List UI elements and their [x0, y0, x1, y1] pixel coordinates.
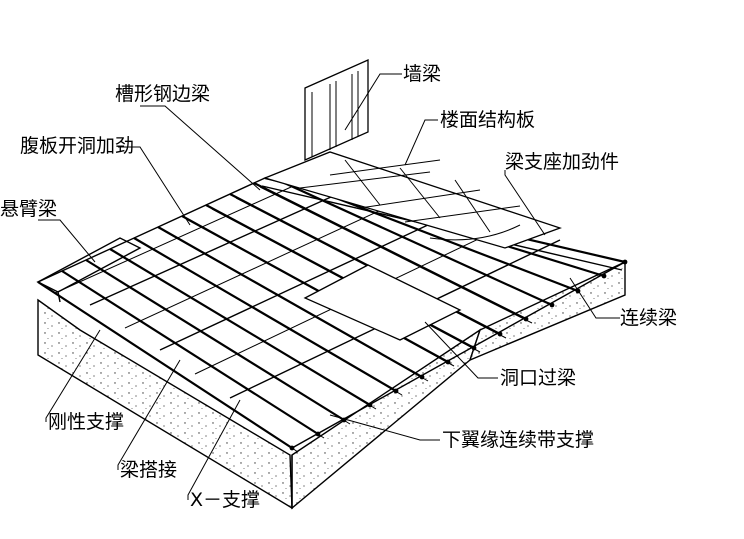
label-web-opening-stiffener: 腹板开洞加劲 [20, 135, 134, 157]
label-rigid-bracing: 刚性支撑 [48, 411, 124, 433]
label-continuous-beam: 连续梁 [620, 307, 677, 329]
labels: 墙梁 楼面结构板 槽形钢边梁 腹板开洞加劲 梁支座加劲件 悬臂梁 连续梁 洞口过… [0, 63, 677, 511]
label-wall-beam: 墙梁 [403, 63, 441, 85]
floor-opening [303, 264, 462, 341]
label-x-bracing: X－支撑 [190, 489, 260, 511]
foundation-slab [37, 260, 626, 510]
label-channel-edge-beam: 槽形钢边梁 [115, 83, 210, 105]
cantilever-projection [36, 237, 142, 293]
label-floor-panel: 楼面结构板 [440, 109, 535, 131]
label-cantilever-beam: 悬臂梁 [0, 198, 57, 220]
label-beam-support-stiffener: 梁支座加劲件 [505, 151, 619, 173]
leader-lines [38, 73, 620, 500]
label-beam-lap-splice: 梁搭接 [120, 459, 177, 481]
wall-frame [304, 58, 369, 162]
label-opening-header-beam: 洞口过梁 [500, 367, 576, 389]
label-bottom-flange-strap-bracing: 下翼缘连续带支撑 [442, 429, 594, 451]
floor-frame [36, 174, 627, 453]
joist-flanges [43, 186, 533, 453]
floor-panels [263, 151, 562, 249]
